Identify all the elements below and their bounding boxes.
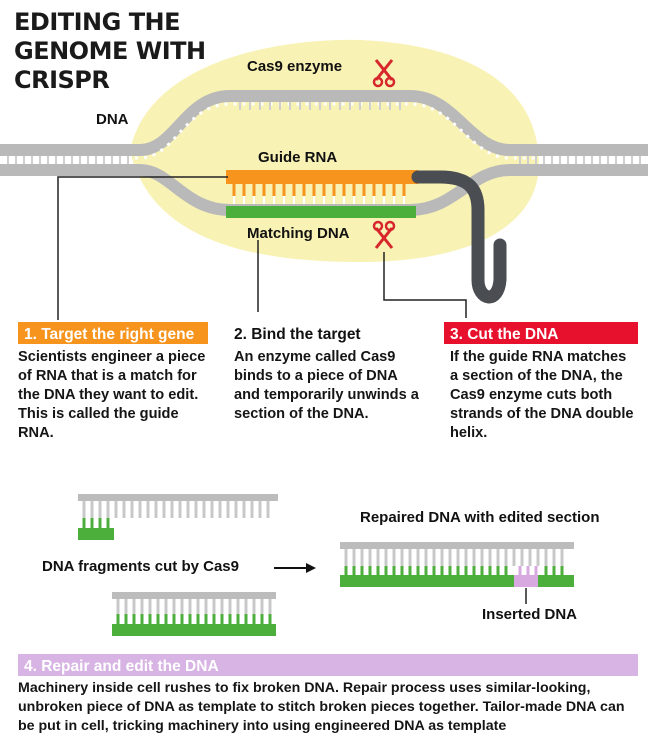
leader-line-step1 [57, 176, 228, 320]
step-1-text: Scientists engineer a piece of RNA that … [18, 349, 206, 441]
dna-base-pairs [7, 156, 641, 164]
upper-strand-teeth [239, 102, 401, 110]
matching-dna-label: Matching DNA [247, 225, 350, 242]
step-4: 4. Repair and edit the DNA Machinery ins… [18, 654, 638, 736]
scissors-icon [372, 220, 396, 249]
step-4-text: Machinery inside cell rushes to fix brok… [18, 680, 625, 734]
inserted-dna-label: Inserted DNA [482, 606, 578, 623]
page-title: EDITING THE GENOME WITH CRISPR [14, 8, 206, 94]
step-1-heading: 1. Target the right gene [18, 322, 208, 344]
matching-dna-segment [226, 206, 416, 218]
scissors-icon [372, 59, 396, 88]
guide-rna-tail [411, 170, 507, 304]
step-1: 1. Target the right gene Scientists engi… [18, 322, 208, 443]
repaired-dna [340, 542, 574, 587]
repaired-dna-label: Repaired DNA with edited section [360, 509, 600, 526]
dna-fragment-top [78, 494, 278, 540]
guide-rna-teeth [232, 184, 406, 196]
dna-fragment-bottom [112, 592, 276, 636]
fragments-label: DNA fragments cut by Cas9 [42, 558, 239, 575]
guide-rna-segment [226, 170, 418, 184]
cas9-enzyme-label: Cas9 enzyme [247, 58, 343, 75]
step-2-text: An enzyme called Cas9 binds to a piece o… [234, 349, 419, 422]
step-2: 2. Bind the target An enzyme called Cas9… [228, 322, 424, 424]
dna-upper-strand [0, 90, 648, 160]
step-3-text: If the guide RNA matches a section of th… [450, 349, 634, 441]
step-3-heading: 3. Cut the DNA [444, 322, 638, 344]
dna-label: DNA [96, 111, 129, 128]
step-2-heading: 2. Bind the target [234, 326, 361, 343]
step-4-heading: 4. Repair and edit the DNA [18, 654, 638, 676]
step-3: 3. Cut the DNA If the guide RNA matches … [444, 322, 638, 443]
leader-line-step3 [383, 252, 467, 318]
guide-rna-label: Guide RNA [258, 149, 338, 166]
arrow-right-icon [274, 563, 316, 573]
